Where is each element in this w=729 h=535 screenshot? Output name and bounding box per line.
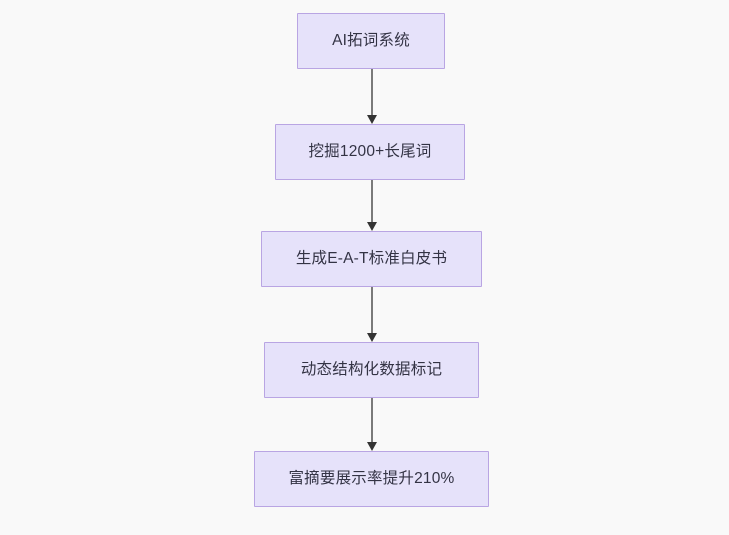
flow-edge-3-to-4 [366,287,377,342]
flow-edge-2-to-3 [366,180,377,231]
edge-line [370,69,373,116]
arrow-head-icon [366,222,377,231]
flow-node-label: 挖掘1200+长尾词 [308,142,432,160]
flow-node-label: 生成E-A-T标准白皮书 [295,249,448,267]
flow-node-mine-longtail-keywords[interactable]: 挖掘1200+长尾词 [275,124,465,180]
flow-node-label: 动态结构化数据标记 [300,360,443,378]
flow-node-label: AI拓词系统 [332,31,410,49]
arrow-head-icon [366,442,377,451]
flow-node-label: 富摘要展示率提升210% [288,469,455,487]
flow-node-ai-keyword-system[interactable]: AI拓词系统 [297,13,445,69]
edge-line [370,287,373,334]
flow-node-dynamic-structured-data-markup[interactable]: 动态结构化数据标记 [264,342,479,398]
edge-line [370,180,373,223]
arrow-head-icon [366,333,377,342]
flow-node-rich-snippet-impression-lift[interactable]: 富摘要展示率提升210% [254,451,489,507]
flow-edge-4-to-5 [366,398,377,451]
arrow-head-icon [366,115,377,124]
flow-node-generate-eat-whitepaper[interactable]: 生成E-A-T标准白皮书 [261,231,482,287]
flow-edge-1-to-2 [366,69,377,124]
edge-line [370,398,373,443]
